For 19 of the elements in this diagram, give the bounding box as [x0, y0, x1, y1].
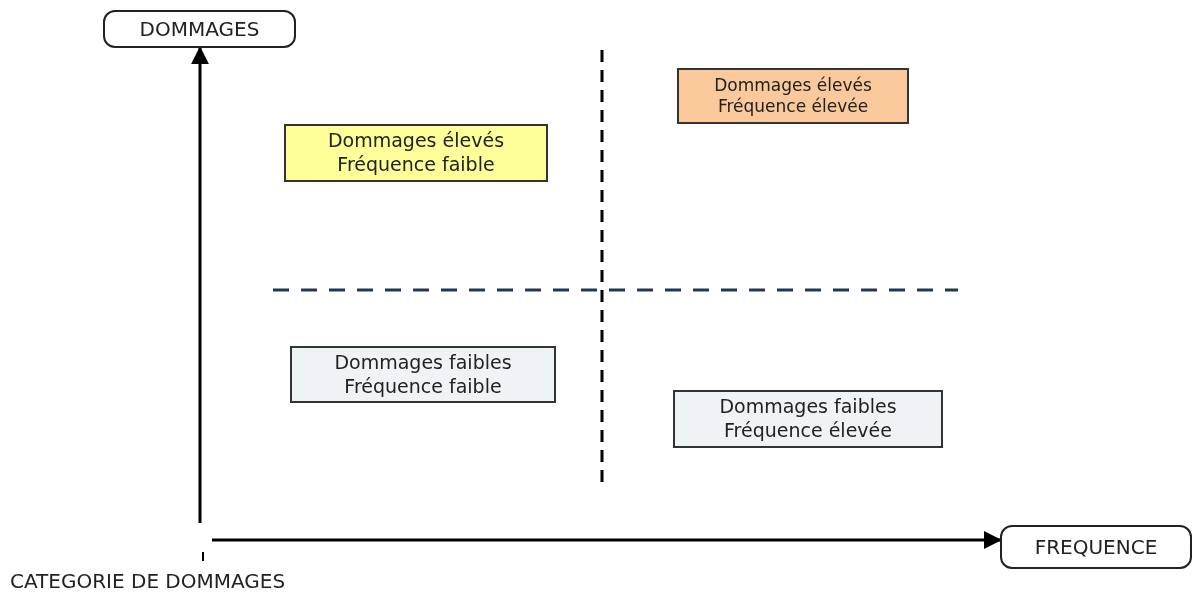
category-label: CATEGORIE DE DOMMAGES	[10, 568, 286, 595]
box-text: DOMMAGES	[139, 16, 260, 42]
quadrant-box	[677, 68, 909, 124]
axis-label-box	[1000, 525, 1192, 569]
box-text: Dommages faibles	[334, 350, 512, 375]
quadrant-box	[290, 346, 556, 403]
box-text: Dommages élevés	[327, 129, 505, 153]
quadrant-box	[284, 124, 548, 182]
box-text: Fréquence faible	[344, 374, 502, 399]
axis-arrow	[191, 46, 209, 523]
box-text: Fréquence faible	[337, 153, 495, 177]
quadrant-box	[673, 390, 943, 448]
box-text: Fréquence élevée	[724, 419, 892, 443]
box-text: Dommages faibles	[719, 395, 897, 419]
box-text: Fréquence élevée	[717, 96, 869, 118]
box-text: FREQUENCE	[1034, 534, 1158, 560]
box-text: Dommages élevés	[714, 74, 872, 96]
axis-label-box	[103, 10, 296, 48]
axis-arrow	[212, 531, 1002, 549]
